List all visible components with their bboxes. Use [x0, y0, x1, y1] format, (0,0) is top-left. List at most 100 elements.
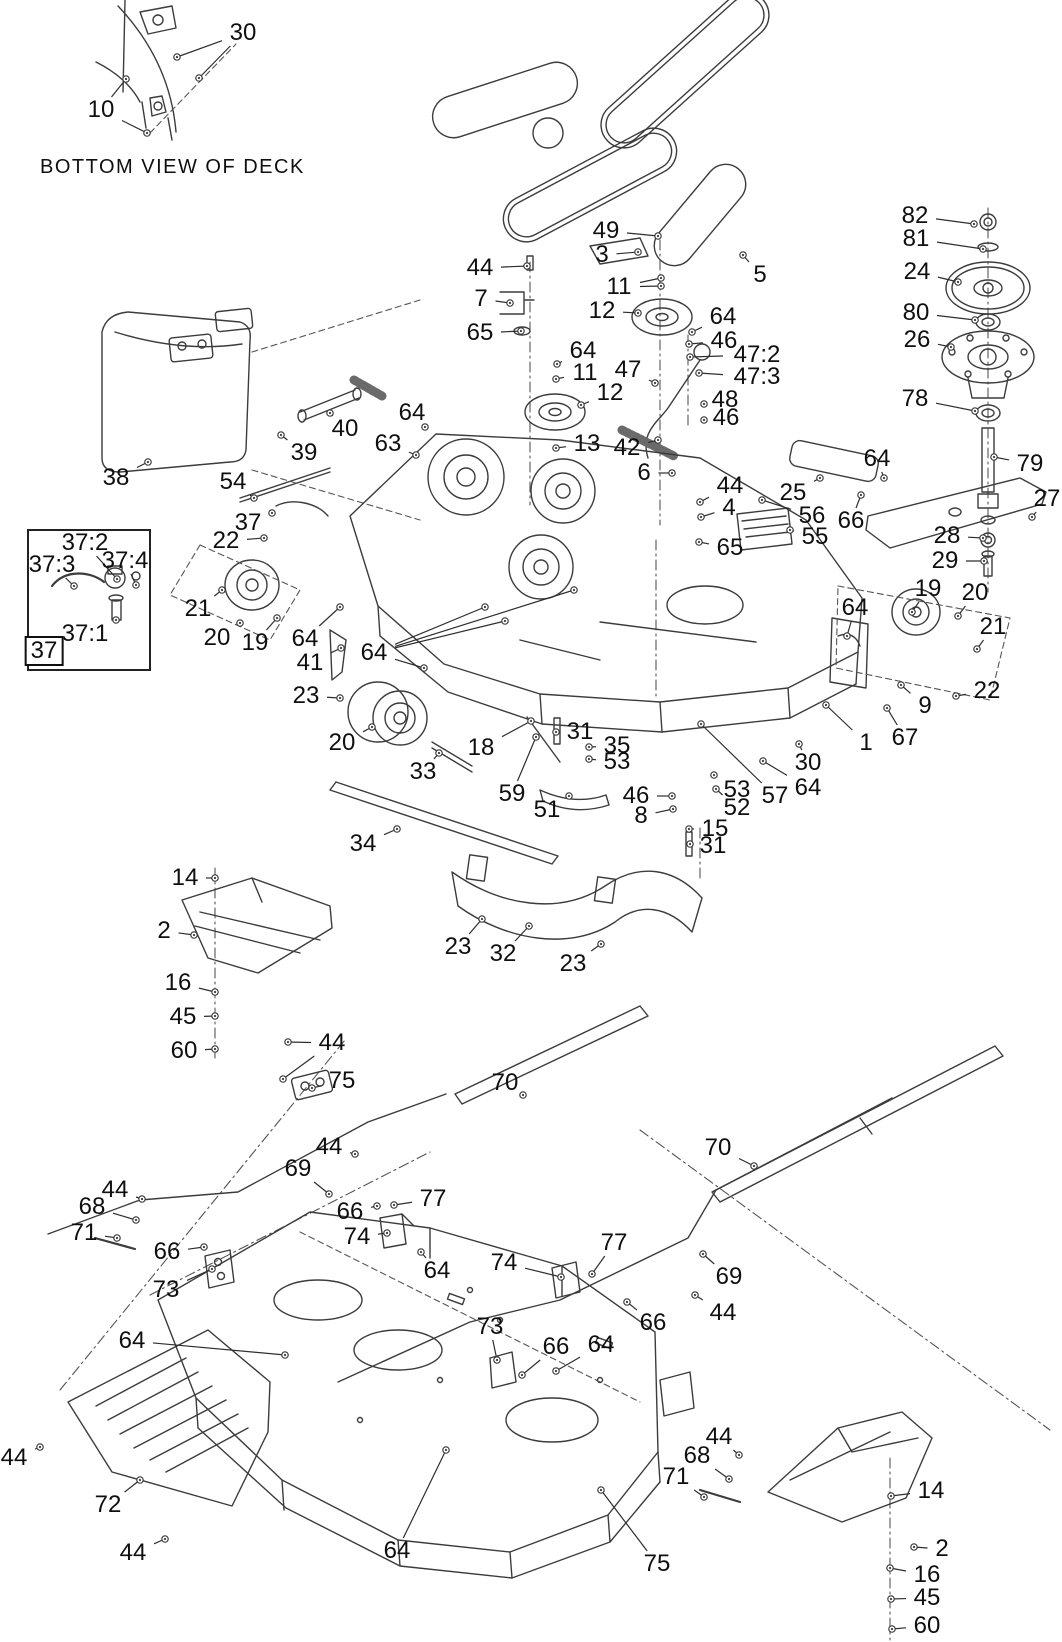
hardware-point-center [975, 647, 979, 651]
hardware-point-center [353, 1152, 357, 1156]
part-label-66: 66 [837, 507, 865, 534]
part-label-29: 29 [931, 547, 959, 574]
part-label-21: 21 [184, 595, 212, 622]
part-label-31: 31 [699, 832, 727, 859]
hardware-point-center [670, 794, 674, 798]
part-label-64: 64 [587, 1331, 615, 1358]
discharge-chute [181, 854, 703, 974]
diagram-title: BOTTOM VIEW OF DECK [40, 156, 305, 178]
leader-line [176, 40, 223, 58]
part-label-74: 74 [490, 1249, 518, 1276]
part-label-73: 73 [152, 1276, 180, 1303]
hardware-point-center [554, 730, 558, 734]
leader-line [761, 499, 792, 510]
hardware-point-center [279, 433, 283, 437]
hardware-point-center [327, 1192, 331, 1196]
hardware-point-center [797, 742, 801, 746]
part-label-64: 64 [360, 639, 388, 666]
part-label-37-1: 37:1 [61, 620, 109, 647]
part-label-64: 64 [423, 1257, 451, 1284]
leader-line [501, 720, 532, 738]
part-label-59: 59 [498, 780, 526, 807]
hardware-point-center [882, 476, 886, 480]
right-deflector [767, 1411, 933, 1523]
hardware-point-center [972, 222, 976, 226]
hardware-point-center [981, 536, 985, 540]
hardware-point-center [134, 1218, 138, 1222]
hardware-point-center [480, 917, 484, 921]
part-label-63: 63 [374, 430, 402, 457]
hardware-point-center [653, 381, 657, 385]
part-label-47: 47 [614, 356, 642, 383]
part-label-46: 46 [622, 782, 650, 809]
hardware-point-center [714, 787, 718, 791]
part-label-71: 71 [70, 1219, 98, 1246]
part-label-56: 56 [798, 502, 826, 529]
part-label-48: 48 [711, 386, 739, 413]
leader-line [287, 1041, 312, 1044]
part-label-20: 20 [961, 579, 989, 606]
hardware-point-center [213, 990, 217, 994]
hardware-point-center [910, 610, 914, 614]
part-label-37-4: 37:4 [101, 547, 149, 574]
part-label-22: 22 [973, 677, 1001, 704]
skid-plate [67, 1329, 271, 1507]
hardware-point-center [145, 131, 149, 135]
hardware-point-center [752, 1164, 756, 1168]
part-label-44: 44 [0, 1444, 28, 1471]
part-label-20: 20 [328, 729, 356, 756]
part-label-6: 6 [637, 459, 651, 486]
part-label-64: 64 [398, 399, 426, 426]
belt-shield [101, 299, 421, 521]
part-label-19: 19 [241, 629, 269, 656]
hardware-point-center [579, 403, 583, 407]
part-label-46: 46 [710, 327, 738, 354]
hardware-point-center [701, 1252, 705, 1256]
part-label-64: 64 [291, 625, 319, 652]
hardware-point-center [671, 807, 675, 811]
part-label-53: 53 [603, 748, 631, 775]
hardware-point-center [252, 496, 256, 500]
hardware-point-center [688, 842, 692, 846]
hardware-point-center [525, 264, 529, 268]
hardware-point-center [414, 453, 418, 457]
hardware-point-center [527, 924, 531, 928]
hardware-point-center [534, 735, 538, 739]
hardware-point-center [981, 247, 985, 251]
hardware-point-center [670, 471, 674, 475]
part-label-1: 1 [859, 729, 873, 756]
hardware-point-center [419, 1250, 423, 1254]
hardware-point-center [599, 1488, 603, 1492]
hardware-point-center [702, 1495, 706, 1499]
part-label-44: 44 [119, 1539, 147, 1566]
leader-line [112, 1212, 137, 1221]
leader-line [394, 589, 575, 647]
leader-line [282, 1055, 315, 1080]
hardware-point-center [956, 280, 960, 284]
part-label-37: 37 [24, 636, 64, 666]
part-label-2: 2 [157, 917, 171, 944]
part-label-75: 75 [328, 1067, 356, 1094]
part-label-75: 75 [643, 1550, 671, 1577]
part-label-66: 66 [542, 1333, 570, 1360]
hardware-point-center [690, 330, 694, 334]
leader-line [626, 232, 659, 237]
hardware-point-center [554, 1369, 558, 1373]
part-label-79: 79 [1016, 450, 1044, 477]
part-label-8: 8 [634, 802, 648, 829]
part-label-18: 18 [467, 734, 495, 761]
hardware-point-center [982, 559, 986, 563]
part-label-77: 77 [600, 1229, 628, 1256]
hardware-point-center [702, 402, 706, 406]
hardware-point-center [385, 1231, 389, 1235]
hardware-point-center [213, 876, 217, 880]
leader-line [394, 658, 425, 669]
part-label-68: 68 [683, 1442, 711, 1469]
part-label-44: 44 [101, 1176, 129, 1203]
hardware-point-center [310, 1086, 314, 1090]
hardware-point-center [370, 725, 374, 729]
inset-hose-detail [50, 565, 141, 621]
part-label-70: 70 [704, 1134, 732, 1161]
part-label-15: 15 [701, 815, 729, 842]
